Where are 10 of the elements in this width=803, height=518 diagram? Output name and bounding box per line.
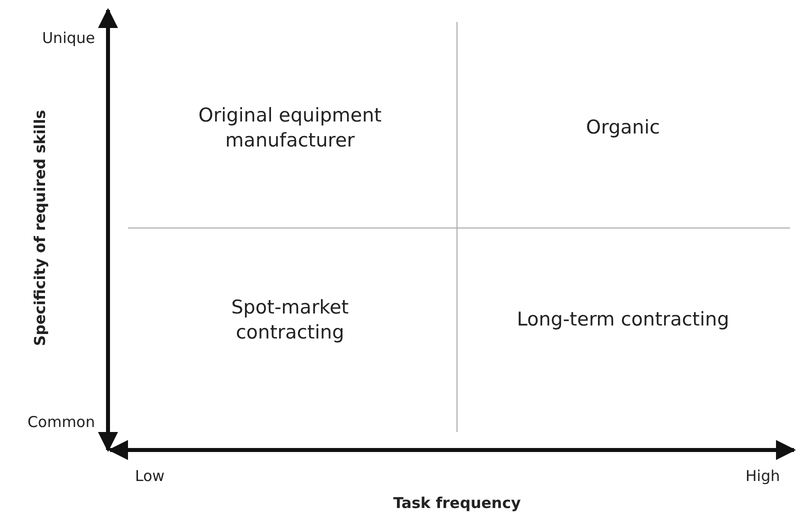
- axis-tick-label: Common: [27, 413, 95, 431]
- quadrant-label: Original equipment manufacturer: [197, 103, 383, 153]
- quadrant-label: Organic: [585, 116, 661, 140]
- axis-tick-label: Low: [135, 467, 165, 485]
- quadrant-label: Spot-market contracting: [230, 295, 350, 345]
- axis-title: Task frequency: [393, 494, 521, 512]
- axis-tick-label: High: [746, 467, 780, 485]
- axis-tick-label: Unique: [42, 29, 95, 47]
- axis-title: Specificity of required skills: [31, 110, 49, 346]
- quadrant-label: Long-term contracting: [516, 308, 730, 332]
